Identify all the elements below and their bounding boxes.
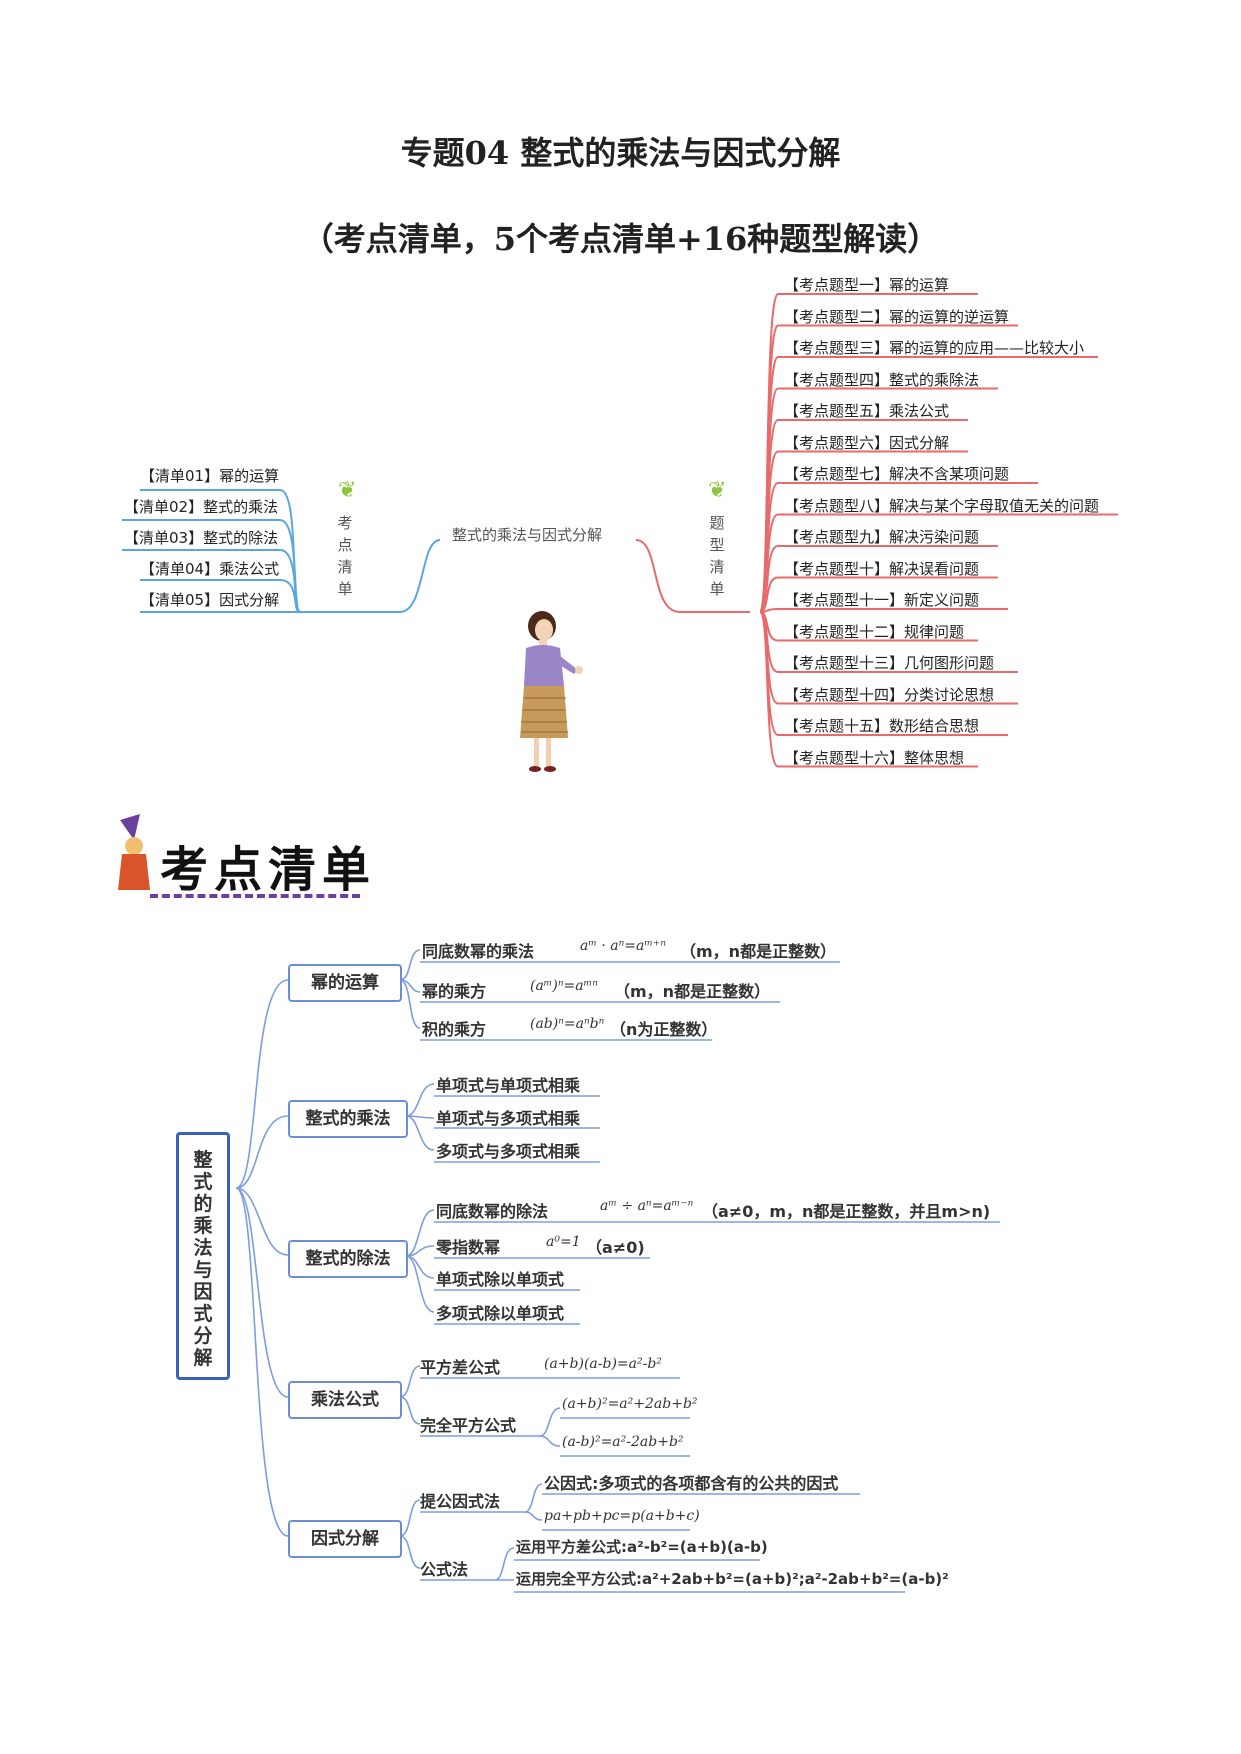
butterfly-icon: ❦	[708, 478, 727, 503]
node-note: （m，n都是正整数）	[680, 942, 837, 961]
list-item: 【考点题型十三】几何图形问题	[784, 654, 995, 672]
node-formula: (a-b)²=a²-2ab+b²	[562, 1434, 684, 1450]
list-item: 【考点题型三】幂的运算的应用——比较大小	[784, 339, 1085, 357]
node-label: 公式法	[420, 1560, 469, 1579]
branch-label-left: 考点清单	[337, 514, 353, 598]
list-item: 【考点题型四】整式的乘除法	[784, 370, 980, 389]
list-item: 【清单04】乘法公式	[140, 560, 280, 578]
node-label: 提公因式法	[420, 1492, 501, 1511]
branch-box: 整式的乘法	[288, 1100, 408, 1138]
connector-line	[759, 611, 779, 768]
node-label: 多项式除以单项式	[436, 1304, 565, 1323]
teacher-illustration	[520, 611, 583, 772]
node-note: （a≠0)	[586, 1238, 645, 1257]
node-label: 完全平方公式	[420, 1416, 517, 1435]
node-label: 同底数幂的乘法	[422, 942, 535, 961]
node-formula: a⁰=1	[546, 1234, 581, 1250]
list-item: 【考点题型十六】整体思想	[784, 748, 965, 767]
list-item: 【考点题型九】解决污染问题	[784, 528, 980, 546]
node-label: 零指数幂	[436, 1238, 501, 1257]
node-label: 单项式除以单项式	[436, 1270, 565, 1289]
list-item: 【考点题十五】数形结合思想	[784, 717, 980, 735]
butterfly-icon: ❦	[338, 478, 357, 503]
node-formula: (ab)ⁿ=aⁿbⁿ	[530, 1016, 605, 1032]
node-label: 单项式与多项式相乘	[436, 1109, 581, 1128]
node-label: 平方差公式	[420, 1358, 501, 1377]
branch-box: 幂的运算	[288, 964, 402, 1002]
list-item: 【考点题型十一】新定义问题	[784, 591, 980, 609]
node-formula: (a+b)(a-b)=a²-b²	[544, 1356, 662, 1372]
list-item: 【清单05】因式分解	[140, 591, 280, 609]
list-item: 【考点题型十四】分类讨论思想	[784, 685, 995, 704]
list-item: 【清单01】幂的运算	[140, 467, 280, 485]
page-title: 专题04 整式的乘法与因式分解	[400, 134, 841, 172]
overview-center: 整式的乘法与因式分解	[452, 526, 603, 544]
node-item: 运用完全平方公式:a²+2ab+b²=(a+b)²;a²-2ab+b²=(a-b…	[516, 1570, 949, 1588]
node-label: 单项式与单项式相乘	[436, 1076, 581, 1095]
wizard-icon	[112, 810, 156, 900]
node-label: 积的乘方	[422, 1020, 487, 1039]
list-item: 【考点题型十】解决误看问题	[784, 559, 980, 578]
node-formula: aᵐ ÷ aⁿ=aᵐ⁻ⁿ	[600, 1198, 694, 1214]
node-formula: pa+pb+pc=p(a+b+c)	[544, 1508, 700, 1524]
list-item: 【清单02】整式的乘法	[124, 498, 279, 516]
list-item: 【清单03】整式的除法	[124, 529, 279, 547]
node-label: 幂的乘方	[422, 982, 487, 1001]
node-note: （n为正整数）	[610, 1020, 718, 1039]
list-item: 【考点题型七】解决不含某项问题	[784, 465, 1010, 483]
page-subtitle: （考点清单，5个考点清单+16种题型解读）	[301, 220, 940, 258]
node-note: （a≠0，m，n都是正整数，并且m>n)	[702, 1202, 991, 1221]
node-label: 同底数幂的除法	[436, 1202, 549, 1221]
list-item: 【考点题型六】因式分解	[784, 433, 950, 452]
list-item: 【考点题型二】幂的运算的逆运算	[784, 307, 1010, 326]
banner-underline	[150, 888, 360, 898]
node-formula: (a+b)²=a²+2ab+b²	[562, 1396, 698, 1412]
branch-box: 整式的除法	[288, 1240, 408, 1278]
node-label: 多项式与多项式相乘	[436, 1142, 581, 1161]
list-item: 【考点题型十二】规律问题	[784, 622, 965, 641]
node-note: （m，n都是正整数）	[614, 982, 771, 1001]
list-item: 【考点题型一】幂的运算	[784, 276, 950, 294]
node-formula: (aᵐ)ⁿ=aᵐⁿ	[530, 978, 598, 994]
branch-label-right: 题型清单	[709, 514, 725, 598]
section-banner: 考点清单	[160, 842, 377, 898]
branch-box: 因式分解	[288, 1520, 402, 1558]
branch-box: 乘法公式	[288, 1381, 402, 1419]
mindmap-root: 整式的乘法与因式分解	[176, 1132, 230, 1380]
list-item: 【考点题型八】解决与某个字母取值无关的问题	[784, 496, 1100, 515]
node-item: 公因式:多项式的各项都含有的公共的因式	[544, 1474, 839, 1493]
node-item: 运用平方差公式:a²-b²=(a+b)(a-b)	[516, 1538, 768, 1556]
node-formula: aᵐ · aⁿ=aᵐ⁺ⁿ	[580, 938, 667, 954]
list-item: 【考点题型五】乘法公式	[784, 402, 950, 420]
